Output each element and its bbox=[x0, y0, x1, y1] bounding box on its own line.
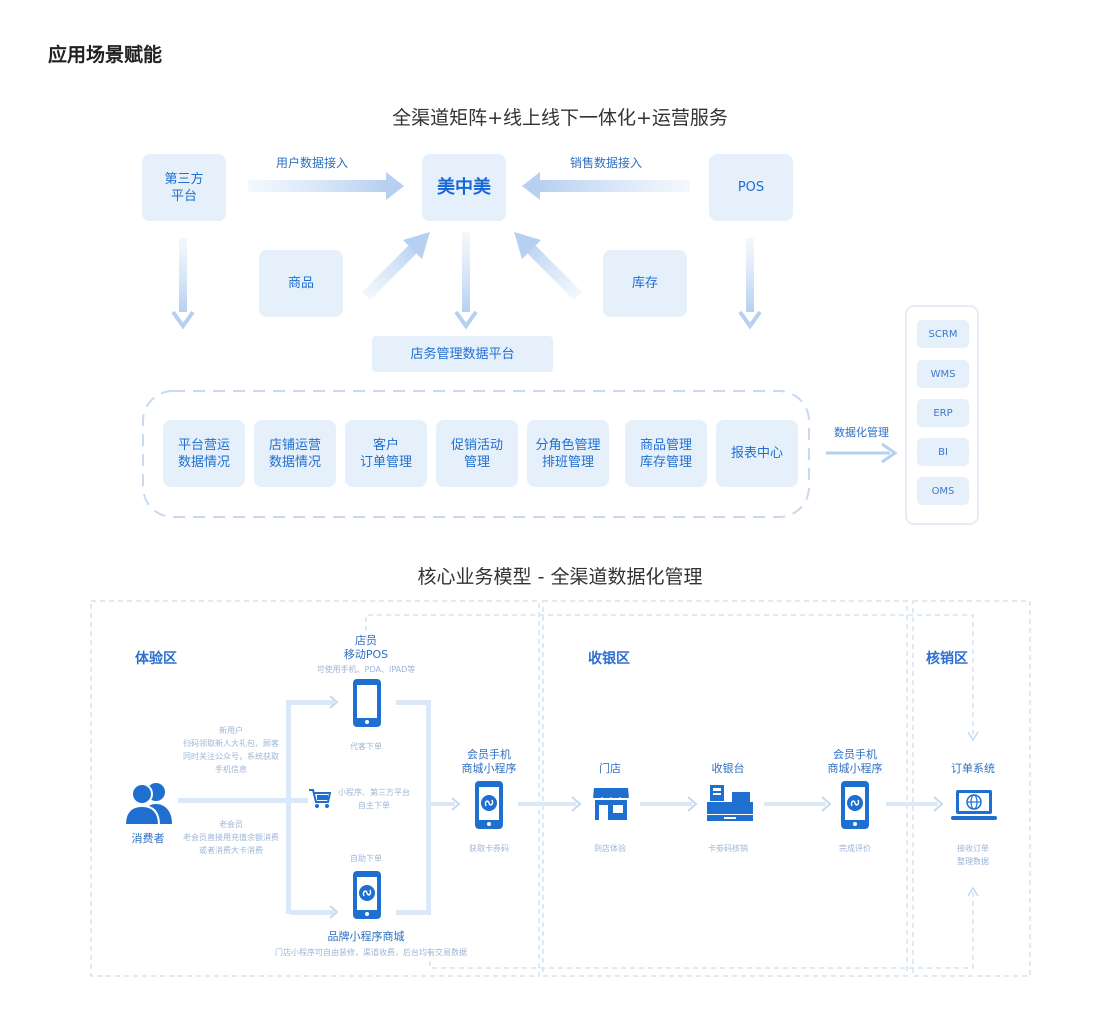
consumer-label: 消费者 bbox=[131, 832, 165, 845]
mini-program-icon bbox=[840, 780, 870, 830]
page-title: 应用场景赋能 bbox=[48, 44, 163, 66]
module-label: 平台营运 bbox=[177, 437, 230, 453]
brand-mini-label: 品牌小程序商城 bbox=[327, 930, 405, 943]
cash-register-icon bbox=[706, 784, 754, 822]
module-report-center: 报表中心 bbox=[716, 420, 798, 487]
mini-order-line: 自主下单 bbox=[358, 801, 390, 810]
module-goods-stock: 商品管理库存管理 bbox=[625, 420, 707, 487]
member-phone-line: 商城小程序 bbox=[827, 762, 883, 775]
system-erp: ERP bbox=[917, 399, 969, 427]
new-user-line: 同时关注公众号，系统获取 bbox=[183, 752, 279, 761]
system-wms: WMS bbox=[917, 360, 969, 388]
order-system-line: 接收订单 bbox=[957, 844, 989, 853]
staff-label: 店员 bbox=[355, 634, 377, 647]
member-phone-1-sub: 获取卡券码 bbox=[469, 844, 509, 853]
diagram2-title: 核心业务模型 - 全渠道数据化管理 bbox=[417, 566, 703, 588]
store-sub: 到店体验 bbox=[594, 844, 626, 853]
cart-icon bbox=[308, 788, 332, 810]
diagram1-title: 全渠道矩阵+线上线下一体化+运营服务 bbox=[392, 107, 728, 129]
platform-label: 平台 bbox=[170, 188, 197, 204]
member-phone-line: 商城小程序 bbox=[461, 762, 517, 775]
staff-pos-sub: 可使用手机、PDA、IPAD等 bbox=[316, 665, 416, 674]
member-phone-line: 会员手机 bbox=[833, 748, 877, 761]
module-label: 商品管理 bbox=[639, 437, 692, 453]
mobile-pos-label: 移动POS bbox=[343, 648, 389, 661]
order-system-label: 订单系统 bbox=[951, 762, 995, 775]
mini-order-line: 小程序、第三方平台 bbox=[338, 788, 410, 797]
zone-verification-label: 核销区 bbox=[926, 651, 968, 667]
module-label: 店铺运营 bbox=[268, 437, 321, 453]
sales-data-access-label: 销售数据接入 bbox=[570, 156, 643, 170]
mini-order-text: 小程序、第三方平台 自主下单 bbox=[334, 786, 414, 812]
store-icon bbox=[592, 786, 630, 822]
third-party-label: 第三方 bbox=[164, 171, 204, 187]
staff-pos-label: 店员 移动POS bbox=[326, 634, 406, 662]
old-member-text: 老会员 老会员直接用充值余额消费 或者消费大卡消费 bbox=[176, 818, 286, 857]
module-customer-orders: 客户订单管理 bbox=[345, 420, 427, 487]
module-label: 促销活动 bbox=[450, 437, 503, 453]
module-label: 数据情况 bbox=[177, 454, 230, 470]
store-label: 门店 bbox=[599, 762, 621, 775]
brand-mini-sub: 门店小程序可自由装修，渠道收费，后台均有交易数据 bbox=[275, 948, 467, 957]
store-data-platform-box: 店务管理数据平台 bbox=[372, 336, 553, 372]
system-bi: BI bbox=[917, 438, 969, 466]
old-member-line: 老会员直接用充值余额消费 bbox=[183, 833, 279, 842]
module-label: 订单管理 bbox=[359, 454, 412, 470]
users-icon bbox=[122, 780, 176, 826]
module-label: 客户 bbox=[372, 437, 399, 453]
new-user-line: 手机信息 bbox=[215, 765, 247, 774]
module-label: 数据情况 bbox=[268, 454, 321, 470]
module-roles-shifts: 分角色管理排班管理 bbox=[527, 420, 609, 487]
zone-cashier-label: 收银区 bbox=[588, 651, 630, 667]
module-label: 分角色管理 bbox=[535, 437, 601, 453]
member-phone-2-sub: 完成评价 bbox=[839, 844, 871, 853]
module-label: 管理 bbox=[463, 454, 490, 470]
system-oms: OMS bbox=[917, 477, 969, 505]
module-platform-ops: 平台营运数据情况 bbox=[163, 420, 245, 487]
module-promotion: 促销活动管理 bbox=[436, 420, 518, 487]
old-member-title: 老会员 bbox=[219, 820, 243, 829]
cashier-sub: 卡劵码核销 bbox=[708, 844, 748, 853]
order-system-sub: 接收订单 整理数据 bbox=[943, 842, 1003, 868]
goods-box: 商品 bbox=[259, 250, 343, 317]
computer-icon bbox=[950, 788, 998, 822]
user-data-access-label: 用户数据接入 bbox=[276, 156, 349, 170]
old-member-line: 或者消费大卡消费 bbox=[199, 846, 263, 855]
center-brand-box: 美中美 bbox=[422, 154, 506, 221]
member-phone-line: 会员手机 bbox=[467, 748, 511, 761]
member-phone-2-label: 会员手机 商城小程序 bbox=[820, 748, 890, 776]
mini-program-icon bbox=[352, 870, 382, 920]
new-user-line: 扫码领取新人大礼包，顾客 bbox=[183, 739, 279, 748]
stock-box: 库存 bbox=[603, 250, 687, 317]
member-phone-1-label: 会员手机 商城小程序 bbox=[454, 748, 524, 776]
digital-management-label: 数据化管理 bbox=[834, 426, 889, 439]
self-order-label: 自助下单 bbox=[350, 854, 382, 863]
module-store-ops: 店铺运营数据情况 bbox=[254, 420, 336, 487]
new-user-text: 新用户 扫码领取新人大礼包，顾客 同时关注公众号，系统获取 手机信息 bbox=[176, 724, 286, 776]
system-scrm: SCRM bbox=[917, 320, 969, 348]
cashier-label: 收银台 bbox=[711, 762, 745, 775]
mini-program-icon bbox=[474, 780, 504, 830]
order-system-line: 整理数据 bbox=[957, 857, 989, 866]
proxy-order-label: 代客下单 bbox=[350, 742, 382, 751]
phone-icon bbox=[352, 678, 382, 728]
third-party-platform-box: 第三方平台 bbox=[142, 154, 226, 221]
new-user-title: 新用户 bbox=[219, 726, 243, 735]
module-label: 排班管理 bbox=[541, 454, 594, 470]
module-label: 库存管理 bbox=[639, 454, 692, 470]
zone-experience-label: 体验区 bbox=[135, 651, 177, 667]
pos-box: POS bbox=[709, 154, 793, 221]
